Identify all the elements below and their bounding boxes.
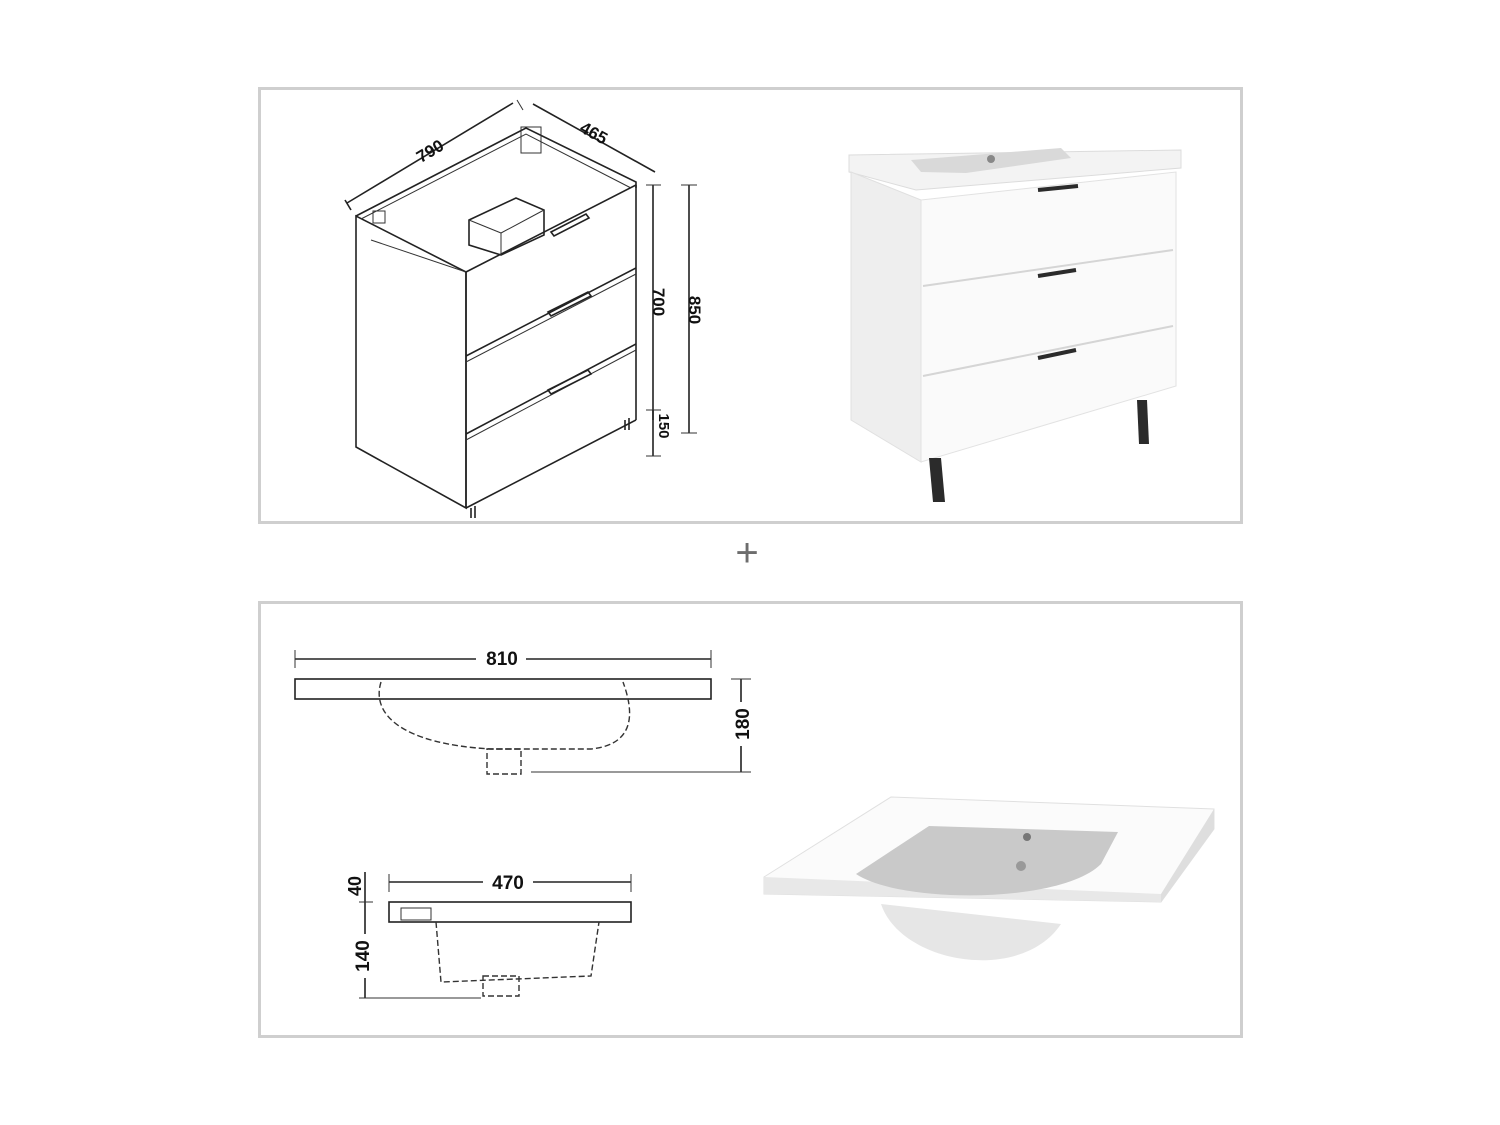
ext-790-right xyxy=(516,99,524,111)
drawer-divider-1 xyxy=(465,267,637,357)
plus-separator: + xyxy=(735,531,759,575)
cabinet-total-height-label: 850 xyxy=(685,296,704,324)
basin-front-view: 810 180 xyxy=(294,646,754,775)
cabinet-line-drawing xyxy=(344,126,637,518)
dim-line-depth xyxy=(532,103,656,173)
drawer-divider-1b xyxy=(465,273,637,363)
render-handle-3 xyxy=(1037,348,1077,360)
bracket-back xyxy=(520,126,542,154)
siphon-edge-1 xyxy=(468,219,502,234)
basin-width-label: 810 xyxy=(486,649,518,670)
faucet-hole-icon xyxy=(1023,833,1031,841)
drawer-handle-1 xyxy=(546,290,593,318)
cabinet-bottom-edge xyxy=(465,419,637,509)
cabinet-side-outline xyxy=(355,214,467,510)
render-handle-2 xyxy=(1037,268,1077,278)
cabinet-inner-edge xyxy=(370,239,467,273)
dim-line-width xyxy=(346,102,514,204)
render-drawer-gap-2 xyxy=(922,325,1174,377)
render-front xyxy=(920,171,1177,463)
basin-panel: 810 180 470 40 140 xyxy=(258,601,1243,1038)
cabinet-dimensions: 790 465 700 150 850 xyxy=(346,99,704,457)
cabinet-leg-height-label: 150 xyxy=(655,413,672,438)
drain-icon xyxy=(987,155,995,163)
basin-front-bowl xyxy=(378,681,631,750)
basin-depth-label: 470 xyxy=(492,873,524,894)
render-basin-underside xyxy=(881,904,1061,961)
basin-rim-thickness-label: 40 xyxy=(345,876,365,896)
render-basin-side-edge xyxy=(1161,809,1214,902)
basin-side-notch xyxy=(400,907,432,921)
basin-svg: 810 180 470 40 140 xyxy=(294,646,1215,999)
render-leg-front-right xyxy=(1137,400,1149,444)
cabinet-panel: 790 465 700 150 850 xyxy=(258,87,1243,524)
render-drain-icon xyxy=(1016,861,1026,871)
render-drawer-gap-1 xyxy=(922,249,1174,287)
render-leg-front-left xyxy=(929,458,945,502)
siphon-edge-3 xyxy=(500,209,545,234)
basin-side-drain xyxy=(482,975,520,997)
label-bg-140 xyxy=(351,934,373,978)
siphon-cutout xyxy=(468,197,545,256)
drawer-divider-2b xyxy=(465,349,637,441)
cabinet-rim-inner xyxy=(360,133,632,220)
bracket-left xyxy=(372,210,386,224)
cabinet-front-top-edge xyxy=(465,184,637,273)
basin-side-rim xyxy=(388,901,632,923)
ext-790-left xyxy=(344,199,352,211)
cabinet-render xyxy=(848,148,1182,502)
render-basin-bowl xyxy=(856,826,1118,896)
basin-height-label: 180 xyxy=(733,708,754,740)
drawer-handle-top xyxy=(549,212,591,238)
basin-side-bowl xyxy=(435,921,600,983)
basin-render xyxy=(763,796,1215,961)
basin-front-drain xyxy=(486,748,522,775)
drawer-handle-2 xyxy=(546,368,593,396)
label-bg-180 xyxy=(731,702,753,746)
cabinet-svg: 790 465 700 150 850 xyxy=(344,99,1182,518)
render-handle-1 xyxy=(1037,184,1079,192)
label-bg-470 xyxy=(483,869,533,893)
basin-side-view: 470 40 140 xyxy=(345,869,632,999)
basin-front-rim xyxy=(294,678,712,700)
label-bg-810 xyxy=(476,646,526,670)
cabinet-body-height-label: 700 xyxy=(649,288,668,316)
render-side xyxy=(850,171,922,463)
basin-bowl-depth-label: 140 xyxy=(353,940,374,972)
cabinet-width-label: 790 xyxy=(413,136,447,167)
